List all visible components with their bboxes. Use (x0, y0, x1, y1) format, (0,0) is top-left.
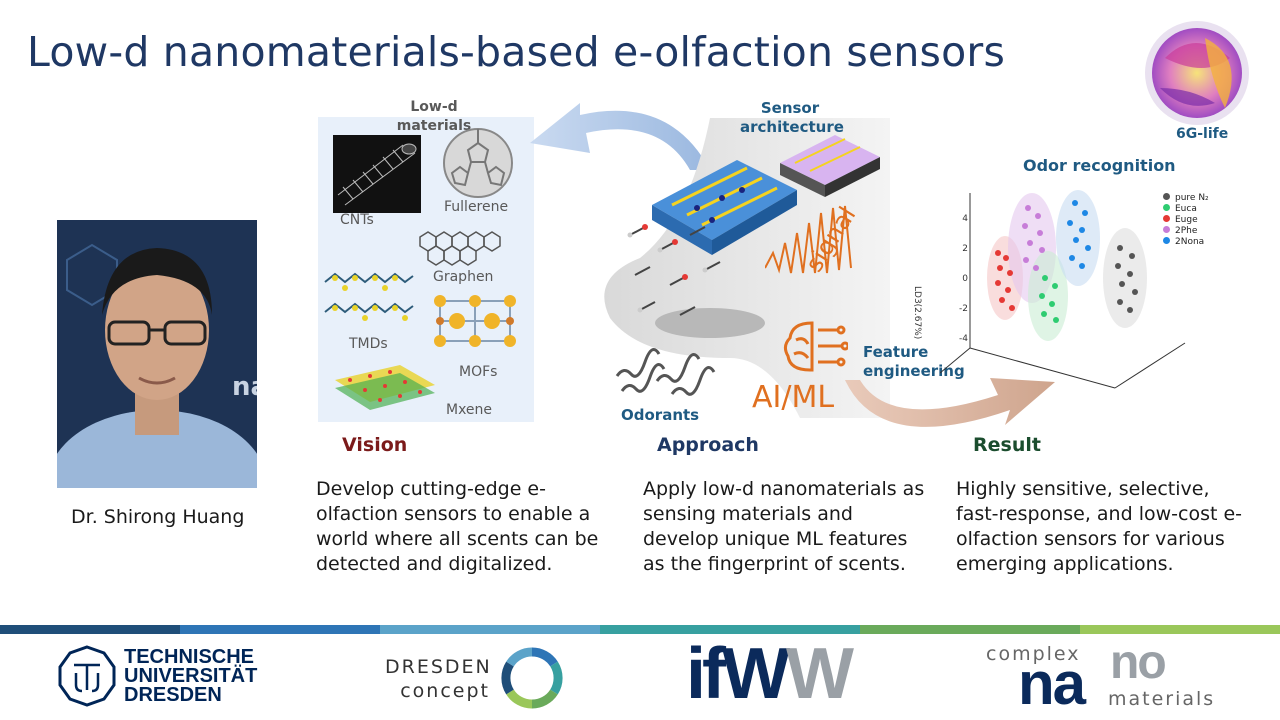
legend-label: 2Nona (1175, 237, 1205, 247)
cn-no-text: no (1110, 636, 1167, 689)
legend-dot (1163, 226, 1170, 233)
dresden-line: concept (400, 680, 490, 702)
result-text: Highly sensitive, selective, fast-respon… (956, 478, 1243, 575)
legend-dot (1163, 204, 1170, 211)
footer-stripe-2 (180, 625, 380, 634)
label-graphen: Graphen (433, 269, 494, 285)
curved-arrow-back (520, 95, 720, 175)
materials-title: Low-d materials (396, 99, 472, 134)
tu-dresden-logo-icon (56, 645, 118, 707)
odorant-waves (612, 336, 722, 396)
legend-label: Euca (1175, 204, 1197, 214)
cn-bottom-text: materials (1108, 688, 1216, 710)
odorants-label: Odorants (621, 406, 700, 424)
vision-heading: Vision (342, 434, 408, 456)
tmd-image (323, 272, 415, 330)
legend-label: pure N₂ (1175, 193, 1209, 203)
ifw-logo: ifWW (686, 634, 854, 714)
vision-text: Develop cutting-edge e-olfaction sensors… (316, 478, 599, 575)
cn-na-text: na (1018, 650, 1086, 717)
legend-label: 2Phe (1175, 226, 1198, 236)
points-euge (995, 250, 1015, 311)
feature-engineering-label: Feature engineering (863, 343, 965, 380)
svg-text:na: na (232, 372, 257, 402)
legend-dot (1163, 193, 1170, 200)
cluster-pure-n2 (1103, 228, 1147, 328)
sensor-architecture-label: Sensor architecture (740, 99, 844, 136)
fullerene-image (440, 125, 516, 201)
label-mofs: MOFs (459, 364, 498, 380)
approach-heading: Approach (657, 434, 759, 456)
legend-item: 2Phe (1163, 226, 1209, 237)
scatter-plot (939, 178, 1190, 393)
points-2nona (1067, 200, 1091, 269)
tu-line: TECHNISCHE (124, 646, 255, 668)
tu-dresden-wordmark: TECHNISCHE UNIVERSITÄT DRESDEN (124, 646, 258, 706)
mof-image (430, 291, 520, 351)
mxene-image (330, 360, 440, 412)
dresden-line: DRESDEN (385, 656, 492, 678)
label-tmds: TMDs (349, 336, 388, 352)
legend-item: Euca (1163, 204, 1209, 215)
footer-stripe-1 (0, 625, 180, 634)
brain-icon (782, 318, 850, 376)
page-title: Low-d nanomaterials-based e-olfaction se… (27, 28, 1006, 76)
points-pure-n2 (1115, 245, 1138, 313)
footer-stripe-6 (1080, 625, 1280, 634)
ytick: 4 (962, 214, 968, 224)
sensor-architecture-image (780, 135, 880, 197)
odor-recognition-label: Odor recognition (1023, 156, 1176, 175)
curved-arrow-forward (840, 370, 1060, 450)
ytick: 0 (962, 274, 968, 284)
tu-line: UNIVERSITÄT (124, 665, 258, 687)
cn-top-text: complex (986, 643, 1081, 665)
legend-item: Euge (1163, 215, 1209, 226)
tu-line: DRESDEN (124, 684, 222, 706)
footer-stripe-5 (860, 625, 1080, 634)
ytick: 2 (962, 244, 968, 254)
footer-stripe-4 (600, 625, 860, 634)
ifw-text: ifW (686, 634, 790, 714)
legend-dot (1163, 215, 1170, 222)
dresden-concept-icon (500, 646, 564, 710)
legend-item: pure N₂ (1163, 193, 1209, 204)
legend-dot (1163, 237, 1170, 244)
scatter-ylabel: LD3(2.67%) (912, 286, 922, 340)
ifw-suffix: W (785, 634, 854, 714)
molecules (620, 215, 740, 345)
label-mxene: Mxene (446, 402, 493, 418)
aiml-label: AI/ML (752, 380, 835, 415)
signal-wave (764, 198, 860, 278)
approach-text: Apply low-d nanomaterials as sensing mat… (643, 478, 925, 575)
points-euca (1039, 275, 1059, 323)
label-fullerene: Fullerene (444, 199, 509, 215)
result-heading: Result (973, 434, 1041, 456)
graphene-image (410, 222, 505, 267)
label-cnts: CNTs (340, 212, 374, 228)
scatter-yticks: 4 2 0 -2 -4 (958, 204, 968, 354)
footer-stripe-3 (380, 625, 600, 634)
legend-label: Euge (1175, 215, 1198, 225)
cnt-image (333, 135, 421, 213)
ytick: -2 (959, 304, 968, 314)
person-photo: na (57, 220, 257, 488)
6g-life-logo (1135, 18, 1258, 128)
badge-label: 6G-life (1176, 126, 1229, 142)
legend-item: 2Nona (1163, 237, 1209, 248)
sensor-chip (652, 160, 797, 260)
scatter-legend: pure N₂ Euca Euge 2Phe 2Nona (1163, 193, 1209, 248)
ytick: -4 (959, 334, 968, 344)
person-name: Dr. Shirong Huang (71, 506, 245, 528)
points-2phe (1022, 205, 1045, 271)
dresden-concept-wordmark: DRESDEN concept (385, 655, 490, 703)
